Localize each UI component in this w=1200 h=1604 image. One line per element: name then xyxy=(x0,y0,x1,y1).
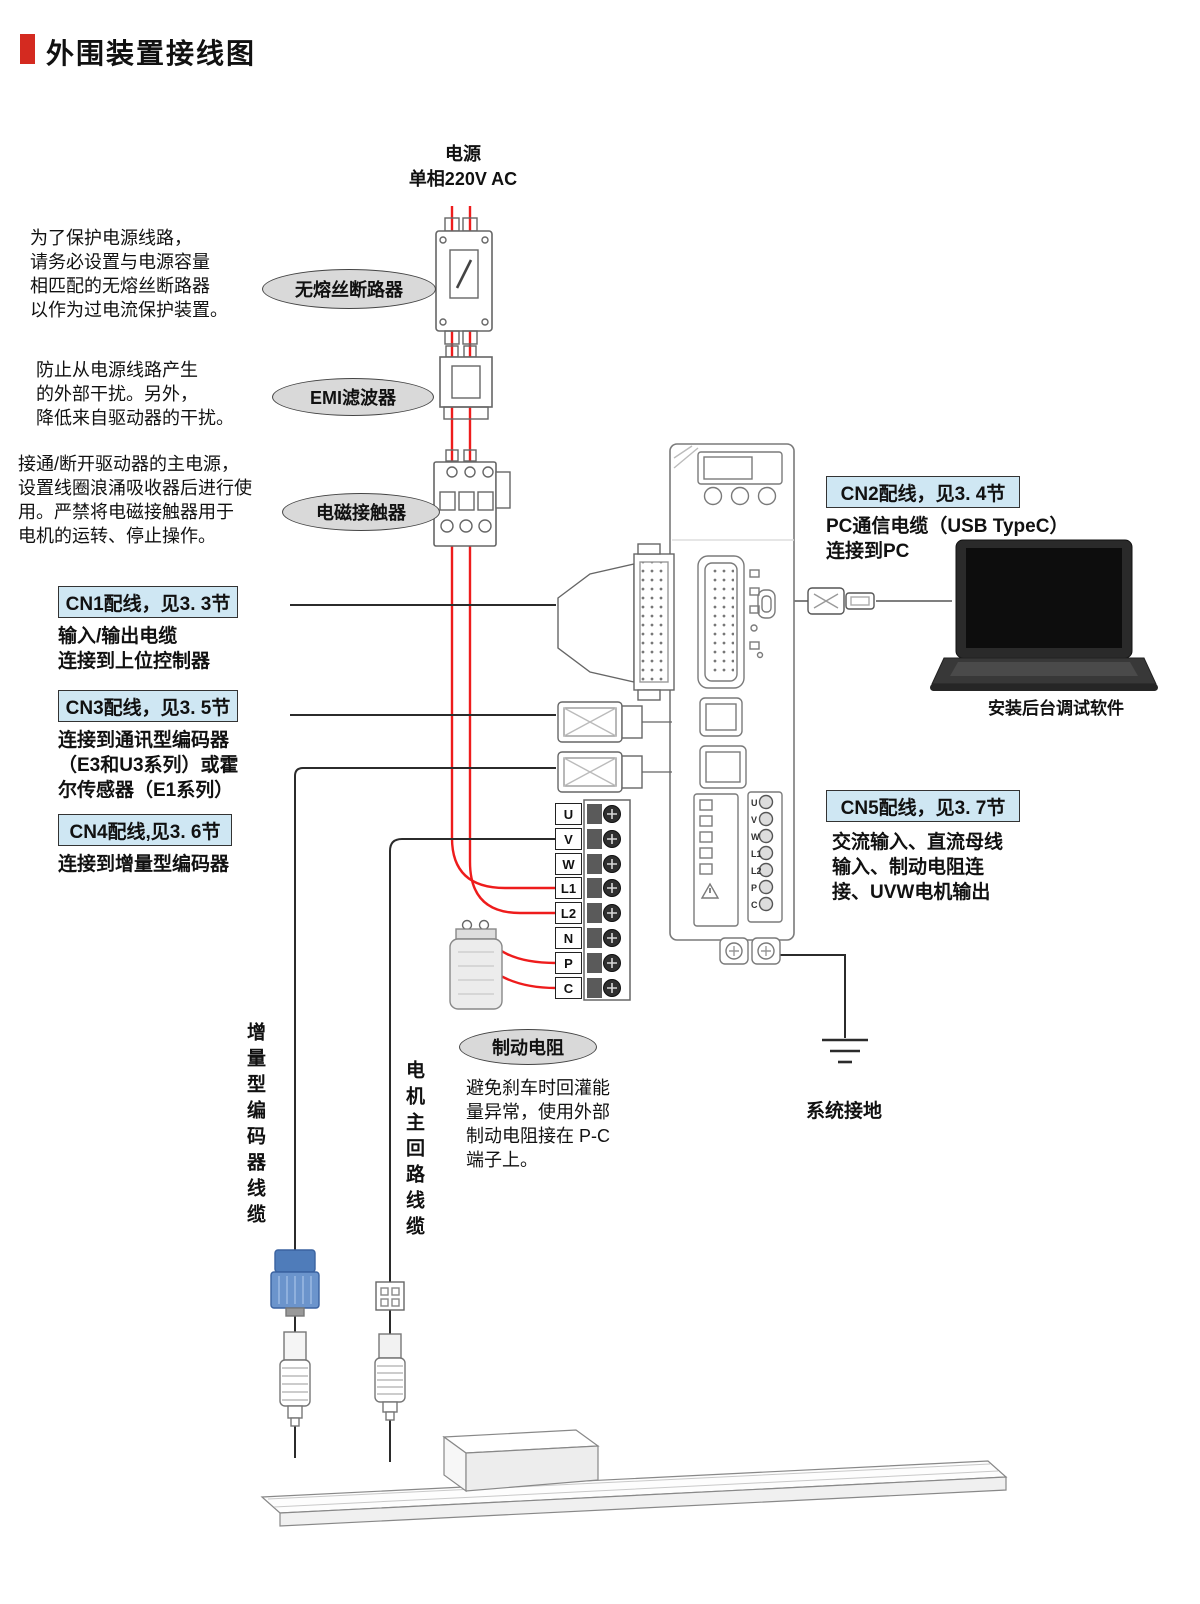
callout-contactor: 电磁接触器 xyxy=(282,493,440,531)
motor-cable-label: 电机主回路线缆 xyxy=(403,1060,424,1242)
breaker-symbol xyxy=(435,217,493,345)
cn1-wiring-box: CN1配线，见3. 3节 xyxy=(58,586,238,618)
terminal-c: C xyxy=(555,977,582,999)
terminal-u: U xyxy=(555,803,582,825)
cn4-description: 连接到增量型编码器 xyxy=(58,854,230,875)
servo-drive xyxy=(669,443,795,965)
encoder-cable-label: 增量型编码器线缆 xyxy=(244,1022,265,1230)
note-brake: 避免刹车时回灌能 量异常，使用外部 制动电阻接在 P-C 端子上。 xyxy=(466,1078,610,1170)
cn3-connector-2 xyxy=(557,751,672,793)
power-source-label: 电源 单相220V AC xyxy=(408,144,518,189)
laptop-caption: 安装后台调试软件 xyxy=(988,699,1124,718)
dsub-connector xyxy=(557,543,675,701)
cn2-wiring-box: CN2配线，见3. 4节 xyxy=(826,476,1020,508)
terminal-block xyxy=(583,799,631,1001)
note-breaker: 为了保护电源线路， 请务必设置与电源容量 相匹配的无熔丝断路器 以作为过电流保护… xyxy=(30,228,228,320)
ground-symbol xyxy=(822,1038,868,1064)
brake-resistor xyxy=(449,919,503,1010)
cn5-description: 交流输入、直流母线 输入、制动电阻连 接、UVW电机输出 xyxy=(832,832,1004,903)
page-title: 外围装置接线图 xyxy=(46,38,257,69)
terminal-w: W xyxy=(555,853,582,875)
title-marker xyxy=(20,34,35,64)
callout-breaker: 无熔丝断路器 xyxy=(262,269,436,309)
cn3-description: 连接到通讯型编码器 （E3和U3系列）或霍 尔传感器（E1系列） xyxy=(58,730,239,801)
laptop xyxy=(930,539,1158,691)
power-wires xyxy=(450,206,557,990)
system-ground-label: 系统接地 xyxy=(806,1101,883,1122)
cn5-wiring-box: CN5配线，见3. 7节 xyxy=(826,790,1020,822)
note-emi: 防止从电源线路产生 的外部干扰。另外， 降低来自驱动器的干扰。 xyxy=(36,360,234,428)
cn4-wiring-box: CN4配线,见3. 6节 xyxy=(58,814,232,846)
motor-connector xyxy=(374,1281,406,1421)
terminal-n: N xyxy=(555,927,582,949)
signal-wires xyxy=(290,600,952,1462)
terminal-l2: L2 xyxy=(555,902,582,924)
terminal-p: P xyxy=(555,952,582,974)
note-contactor: 接通/断开驱动器的主电源， 设置线圈浪涌吸收器后进行使 用。严禁将电磁接触器用于… xyxy=(18,454,252,546)
cn3-connector-1 xyxy=(557,701,672,743)
usb-cable xyxy=(807,587,875,615)
terminal-l1: L1 xyxy=(555,877,582,899)
terminal-v: V xyxy=(555,828,582,850)
emi-filter-symbol xyxy=(439,345,493,420)
callout-brake-resistor: 制动电阻 xyxy=(459,1029,597,1065)
linear-actuator xyxy=(260,1429,1008,1527)
drive-cn5-terminal-labels: U V W L1 L2 P C xyxy=(751,798,762,910)
callout-emi-filter: EMI滤波器 xyxy=(272,378,434,416)
cn1-description: 输入/输出电缆 连接到上位控制器 xyxy=(58,626,211,672)
cn2-description: PC通信电缆（USB TypeC） 连接到PC xyxy=(826,516,1069,562)
encoder-connector xyxy=(270,1249,320,1427)
cn3-wiring-box: CN3配线，见3. 5节 xyxy=(58,690,238,722)
contactor-symbol xyxy=(433,449,511,547)
